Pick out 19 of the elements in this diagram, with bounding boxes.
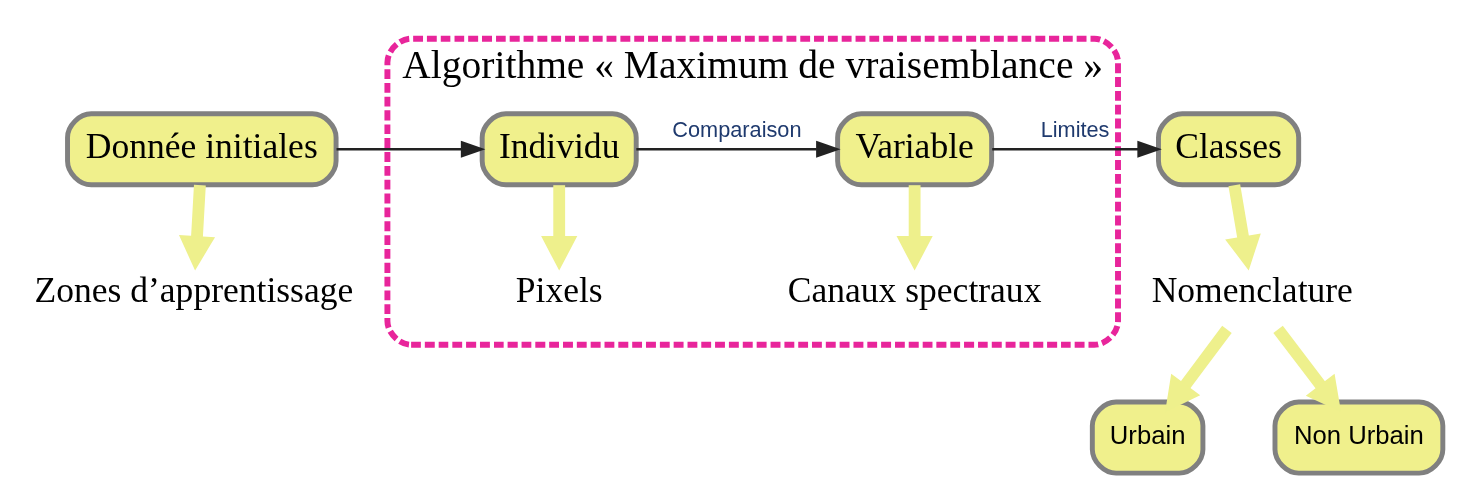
node-text: Canaux spectraux	[787, 270, 1042, 311]
node-box: Variable	[835, 111, 995, 188]
node-box: Non Urbain	[1272, 399, 1446, 476]
node-text: Pixels	[515, 270, 603, 311]
arrow	[636, 140, 841, 158]
arrow	[178, 184, 216, 271]
node-box: Urbain	[1089, 399, 1206, 476]
node-text: Zones d’apprentissage	[34, 270, 354, 311]
edge-label: Comparaison	[672, 117, 802, 143]
edge-label: Limites	[1040, 117, 1110, 143]
arrow	[896, 185, 933, 271]
arrow	[541, 185, 578, 271]
arrow	[336, 140, 486, 158]
node-box: Classes	[1156, 111, 1302, 188]
node-text: Nomenclature	[1151, 270, 1353, 311]
node-box: Individu	[479, 111, 639, 188]
arrow	[992, 140, 1162, 158]
arrow	[1225, 184, 1261, 271]
node-box: Donnée initiales	[65, 111, 339, 188]
